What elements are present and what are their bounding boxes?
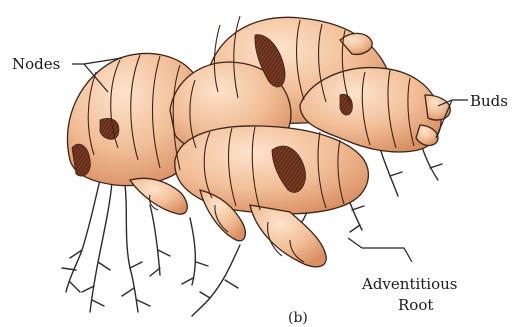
nodes-label: Nodes — [12, 55, 60, 73]
root — [390, 172, 402, 176]
root — [190, 218, 195, 285]
root — [150, 205, 160, 275]
bottom-finger — [250, 205, 326, 267]
adventitious-leader — [362, 248, 412, 262]
root — [430, 164, 442, 168]
root — [380, 148, 398, 196]
root — [192, 245, 240, 316]
bud-right — [425, 95, 450, 120]
root — [90, 182, 112, 312]
adventitious-leader — [348, 238, 362, 248]
small-finger — [130, 178, 187, 214]
buds-label: Buds — [470, 92, 508, 110]
root — [200, 280, 238, 298]
root — [82, 262, 110, 306]
adventitious-root-label-line2: Root — [398, 296, 433, 314]
figure-caption: (b) — [288, 310, 308, 326]
adventitious-root-label-line1: Adventitious — [361, 275, 458, 293]
node-patch — [100, 118, 119, 139]
